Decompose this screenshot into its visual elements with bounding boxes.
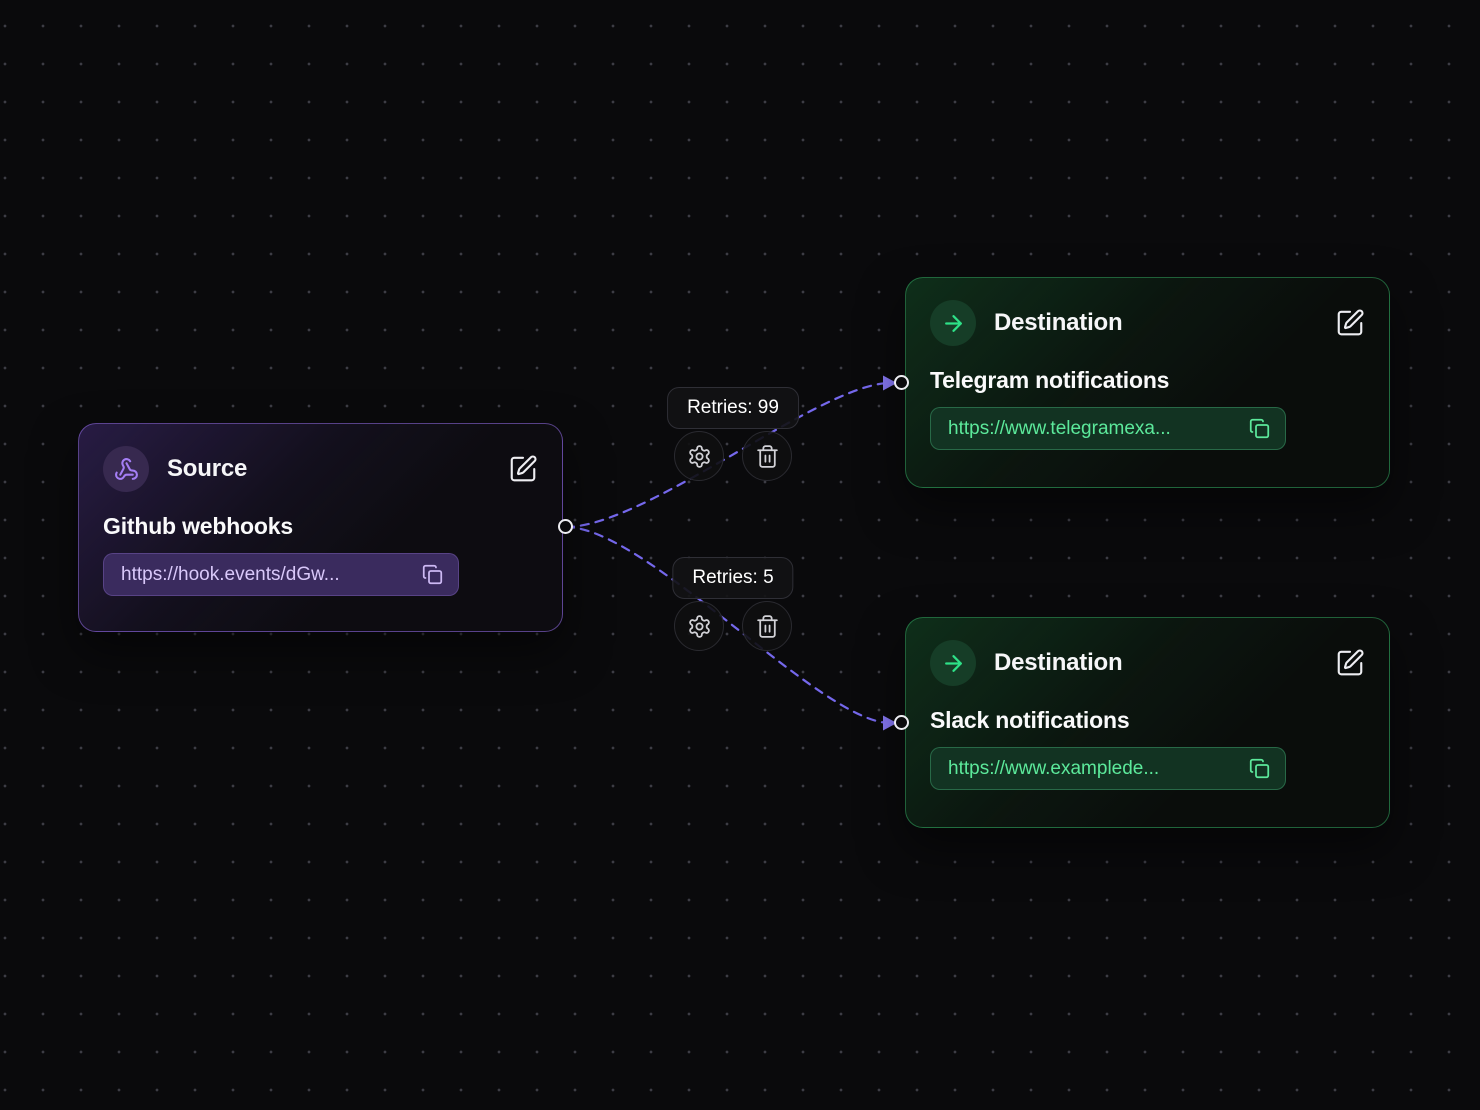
edge-label-retries-telegram: Retries: 99 (667, 387, 799, 429)
arrowhead-icon (883, 715, 897, 731)
edge-delete-button-slack[interactable] (742, 601, 792, 651)
destination-name: Slack notifications (930, 707, 1130, 733)
telegram-url-pill[interactable]: https://www.telegramexa... (930, 407, 1286, 450)
arrow-right-icon (930, 640, 976, 686)
edit-source-button[interactable] (508, 454, 538, 484)
gear-icon (687, 444, 712, 469)
copy-slack-url-button[interactable] (1249, 758, 1270, 779)
source-name: Github webhooks (103, 513, 293, 539)
edit-icon (508, 454, 538, 484)
source-node[interactable]: Source Github webhooks https://hook.even… (78, 423, 563, 632)
source-url: https://hook.events/dGw... (121, 563, 340, 585)
edge-source-to-slack[interactable] (564, 525, 892, 725)
edge-source-to-telegram[interactable] (564, 381, 892, 529)
copy-icon (1249, 418, 1270, 439)
trash-icon (755, 444, 780, 469)
node-type-label: Source (167, 455, 248, 482)
edit-icon (1335, 308, 1365, 338)
webhook-icon (103, 446, 149, 492)
edge-settings-button-telegram[interactable] (674, 431, 724, 481)
arrow-right-icon (930, 300, 976, 346)
destination-node-slack[interactable]: Destination Slack notifications https://… (905, 617, 1390, 828)
copy-icon (422, 564, 443, 585)
copy-source-url-button[interactable] (422, 564, 443, 585)
edge-settings-button-slack[interactable] (674, 601, 724, 651)
slack-url-pill[interactable]: https://www.examplede... (930, 747, 1286, 790)
copy-icon (1249, 758, 1270, 779)
edit-slack-destination-button[interactable] (1335, 648, 1365, 678)
telegram-input-handle[interactable] (894, 375, 909, 390)
node-header: Source (103, 446, 538, 492)
edit-telegram-destination-button[interactable] (1335, 308, 1365, 338)
node-header: Destination (930, 640, 1365, 686)
slack-url: https://www.examplede... (948, 757, 1160, 779)
destination-node-telegram[interactable]: Destination Telegram notifications https… (905, 277, 1390, 488)
telegram-url: https://www.telegramexa... (948, 417, 1171, 439)
edge-delete-button-telegram[interactable] (742, 431, 792, 481)
source-url-pill[interactable]: https://hook.events/dGw... (103, 553, 459, 596)
arrowhead-icon (883, 375, 897, 391)
source-output-handle[interactable] (558, 519, 573, 534)
edit-icon (1335, 648, 1365, 678)
gear-icon (687, 614, 712, 639)
edge-label-retries-slack: Retries: 5 (672, 557, 794, 599)
node-type-label: Destination (994, 649, 1123, 676)
trash-icon (755, 614, 780, 639)
node-type-label: Destination (994, 309, 1123, 336)
copy-telegram-url-button[interactable] (1249, 418, 1270, 439)
destination-name: Telegram notifications (930, 367, 1170, 393)
node-header: Destination (930, 300, 1365, 346)
slack-input-handle[interactable] (894, 715, 909, 730)
